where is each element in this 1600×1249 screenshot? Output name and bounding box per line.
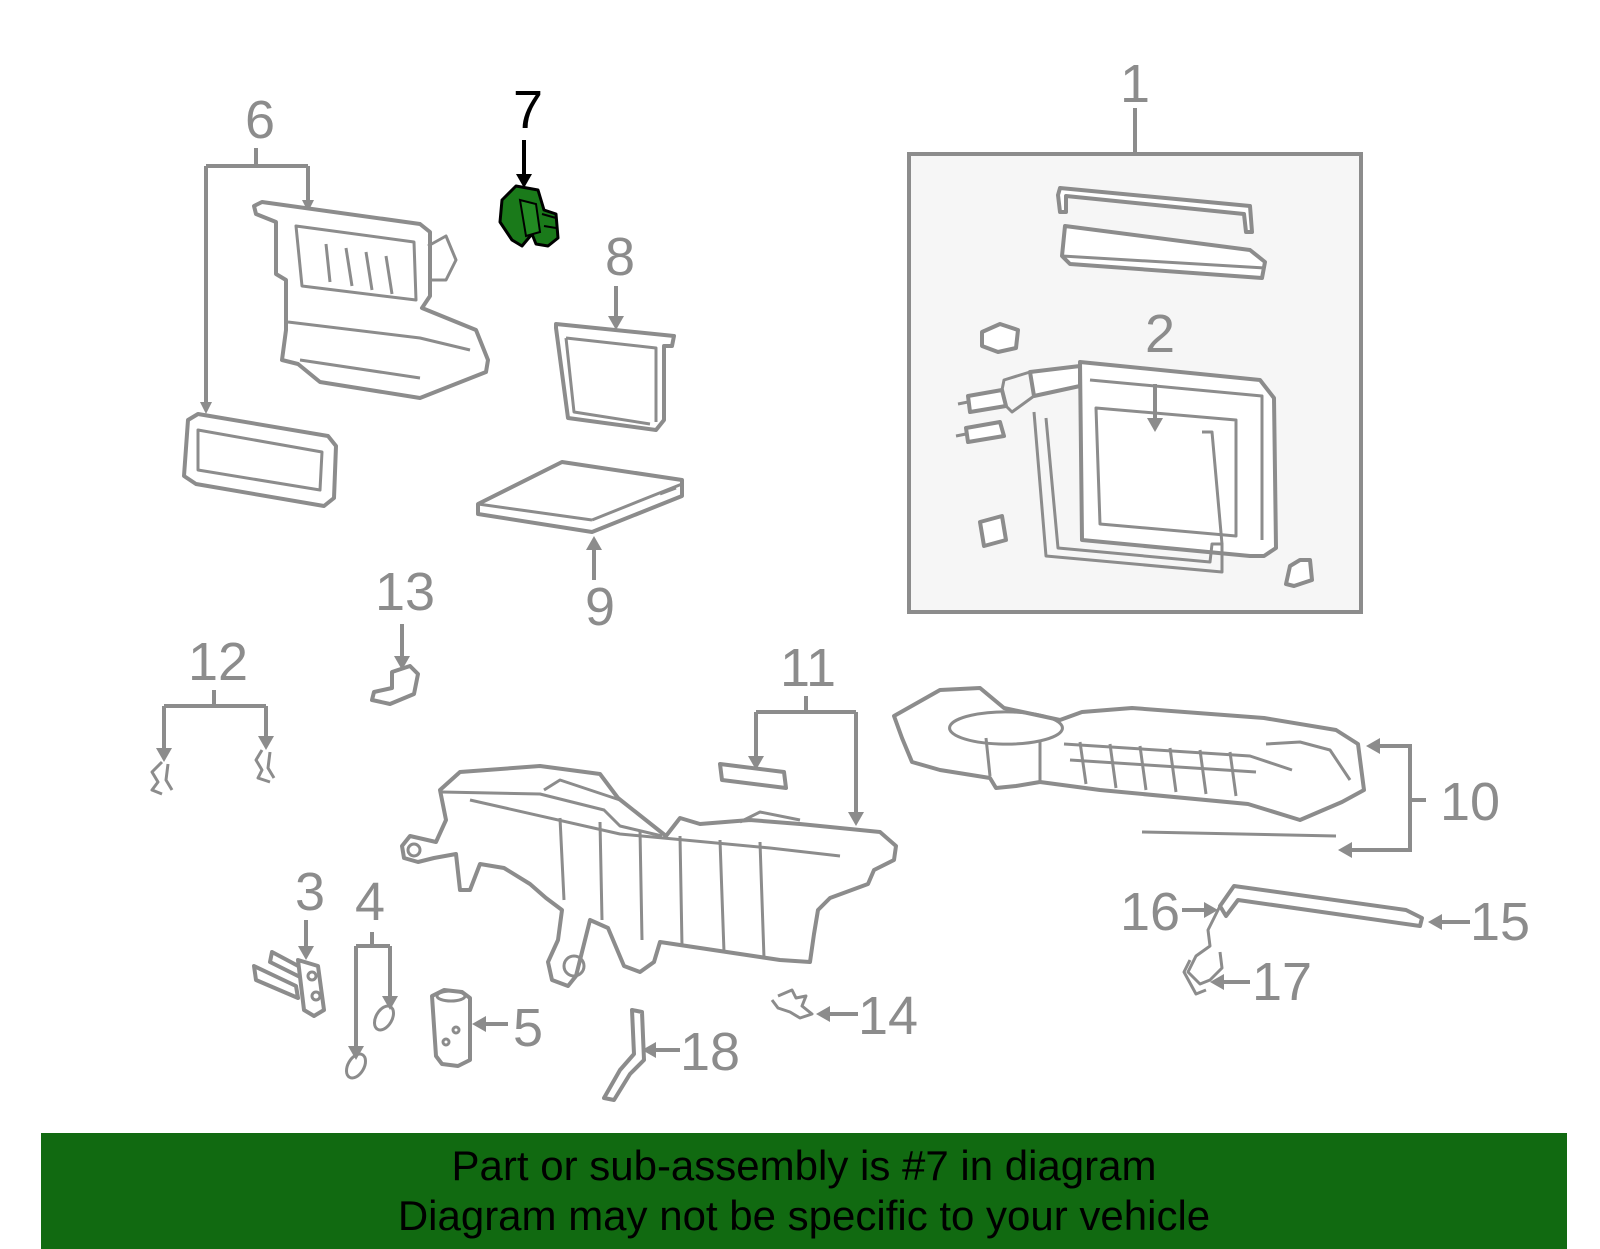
o-ring-part-4b: [345, 1052, 368, 1080]
callout-5: 5: [513, 998, 543, 1058]
bracket-clip-part: [1284, 558, 1314, 588]
o-ring-part-4a: [373, 1004, 396, 1032]
callout-2: 2: [1145, 304, 1175, 364]
clip-part-12-right: [254, 749, 276, 784]
bracket-part-13: [370, 664, 420, 706]
callout-13: 13: [375, 562, 435, 622]
foam-block-part: [980, 322, 1020, 354]
callout-11: 11: [780, 638, 836, 698]
blend-door-actuator-part[interactable]: [498, 184, 560, 248]
banner-line-1: Part or sub-assembly is #7 in diagram: [451, 1142, 1157, 1189]
expansion-valve-part: [430, 988, 472, 1068]
callout-18: 18: [680, 1022, 740, 1082]
callout-8: 8: [605, 227, 635, 287]
callout-7: 7: [513, 80, 543, 140]
small-clip-part: [978, 514, 1008, 548]
clip-part-12-left: [150, 760, 174, 796]
temperature-sensor-bracket-part: [1182, 884, 1424, 996]
cabin-filter-part: [476, 460, 684, 534]
callout-10: 10: [1440, 772, 1500, 832]
callout-3: 3: [295, 862, 325, 922]
clip-part-14: [770, 988, 814, 1020]
callout-17: 17: [1252, 952, 1312, 1012]
housing-seal-part: [182, 412, 338, 508]
callout-4: 4: [355, 872, 385, 932]
callout-9: 9: [585, 577, 615, 637]
drain-tube-part: [602, 1008, 646, 1102]
lower-heater-case-part: [400, 764, 898, 988]
heater-pipe-fitting-part: [252, 950, 326, 1018]
filter-door-part: [554, 322, 676, 432]
info-banner: Part or sub-assembly is #7 in diagram Di…: [41, 1133, 1567, 1249]
air-inlet-housing-part: [252, 200, 490, 400]
callout-12: 12: [188, 632, 248, 692]
callout-16: 16: [1120, 882, 1180, 942]
callout-6: 6: [245, 90, 275, 150]
evaporator-core-part: [955, 360, 1278, 574]
banner-line-2: Diagram may not be specific to your vehi…: [397, 1192, 1211, 1239]
callout-15: 15: [1470, 892, 1530, 952]
seal-part-11: [718, 762, 788, 790]
seal-strip-part: [1056, 186, 1267, 280]
callout-14: 14: [858, 986, 918, 1046]
seal-strip-part-10: [1141, 830, 1337, 838]
callout-1: 1: [1120, 54, 1150, 114]
upper-heater-case-part: [892, 686, 1366, 822]
